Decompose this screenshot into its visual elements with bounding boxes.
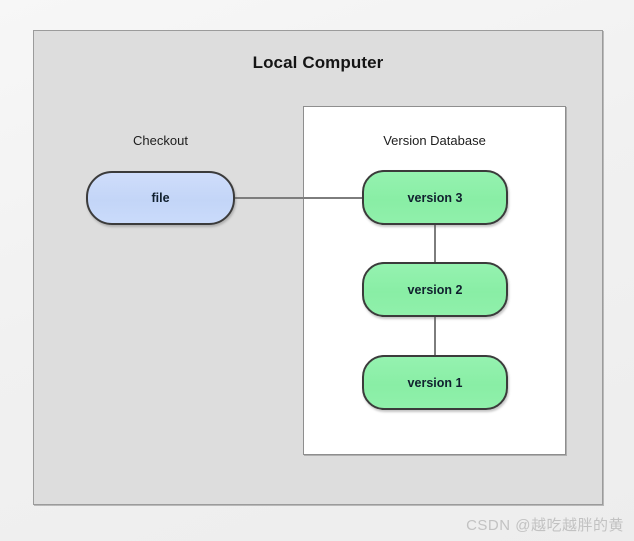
connector-file-to-version3 xyxy=(234,197,364,199)
connector-version2-to-version1 xyxy=(434,316,436,356)
node-version-1[interactable]: version 1 xyxy=(362,355,508,410)
checkout-label: Checkout xyxy=(133,133,188,148)
page-title: Local Computer xyxy=(252,53,384,72)
version-database-label: Version Database xyxy=(383,133,486,148)
node-file[interactable]: file xyxy=(86,171,235,225)
connector-version3-to-version2 xyxy=(434,224,436,263)
watermark-text: CSDN @越吃越胖的黄 xyxy=(466,517,624,534)
node-version-2[interactable]: version 2 xyxy=(362,262,508,317)
node-version-3[interactable]: version 3 xyxy=(362,170,508,225)
